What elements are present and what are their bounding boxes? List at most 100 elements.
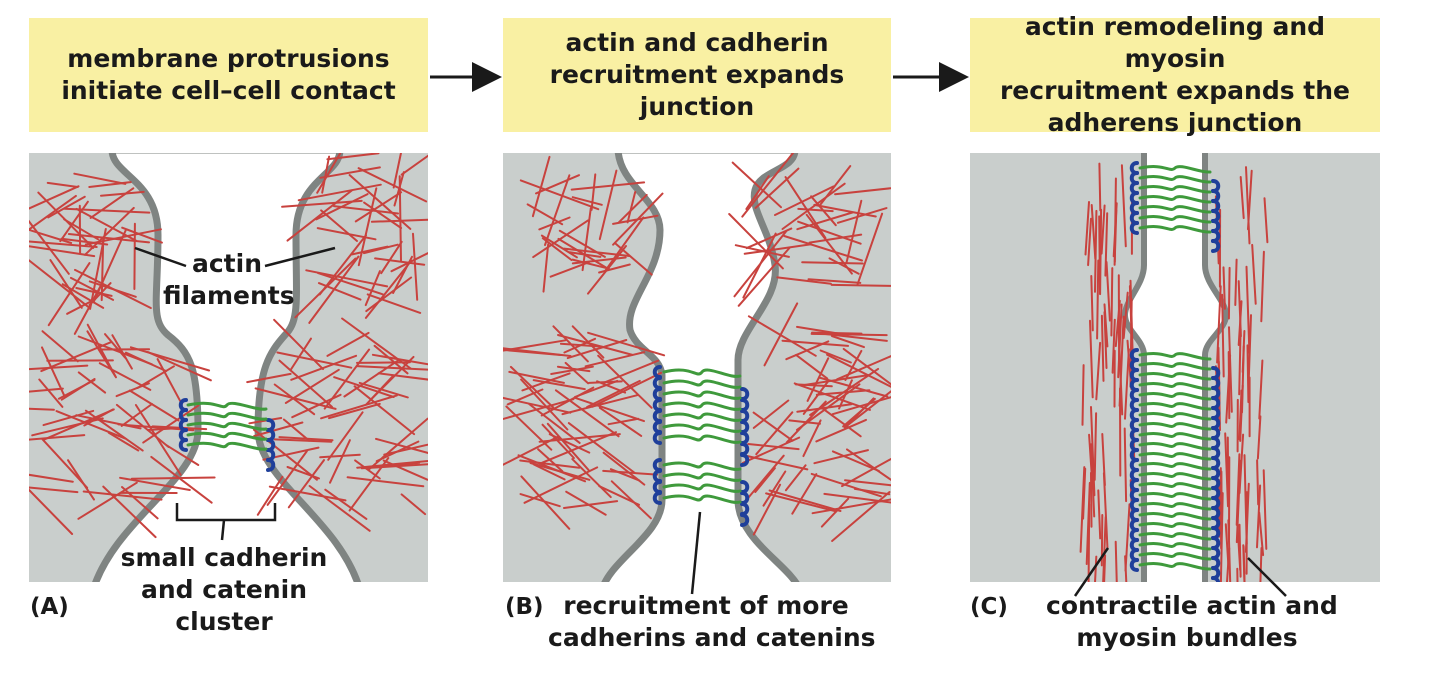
actin-filament <box>357 167 428 203</box>
actin-filament <box>287 459 325 509</box>
actin-filament <box>46 181 79 188</box>
actin-filament <box>333 376 395 398</box>
cadherin-strand <box>1138 432 1212 441</box>
catenin-cap <box>1129 221 1139 235</box>
actin-filament <box>617 193 648 224</box>
cadherin-strand <box>1138 472 1212 481</box>
actin-bundle-filament <box>1251 243 1257 305</box>
actin-filament <box>819 349 852 364</box>
actin-bundle-filament <box>1256 415 1262 460</box>
actin-filament <box>125 351 168 373</box>
actin-filament <box>77 481 138 520</box>
actin-filament <box>324 488 368 520</box>
catenin-cap <box>652 491 662 505</box>
actin-filament <box>626 191 637 224</box>
actin-filament <box>136 365 175 389</box>
actin-bundle-filament <box>1228 326 1233 413</box>
actin-bundle-filament <box>1081 364 1085 426</box>
catenin-cap <box>652 431 662 445</box>
actin-filament <box>129 346 211 372</box>
actin-bundle-filament <box>1237 280 1242 338</box>
cadherin-strand <box>186 421 268 431</box>
actin-bundle-filament <box>1221 293 1225 378</box>
actin-filament <box>320 209 358 242</box>
actin-bundle-filament <box>1103 303 1109 348</box>
actin-filament <box>150 455 213 504</box>
actin-filament <box>845 199 863 264</box>
label-contractile: contractile actin and myosin bundles <box>1046 590 1338 654</box>
label-actin: actin <box>191 249 262 278</box>
actin-filament <box>598 169 618 241</box>
actin-filament <box>316 227 377 241</box>
actin-filament <box>752 399 790 429</box>
label-small-cluster-line-3: cluster <box>175 607 273 636</box>
actin-filament <box>563 500 619 509</box>
actin-filament <box>503 398 575 421</box>
actin-filament <box>343 359 400 398</box>
actin-filament <box>586 379 641 408</box>
actin-bundle-filament <box>1245 166 1251 245</box>
cadherin-strand <box>186 401 268 411</box>
actin-filament <box>598 485 640 506</box>
cadherin-strand <box>662 423 742 433</box>
panel-letter-c: (C) <box>970 594 1008 620</box>
actin-filament <box>508 370 565 384</box>
actin-filament <box>119 476 191 491</box>
cadherin-strand <box>1138 215 1212 224</box>
actin-bundle-filament <box>1104 212 1109 277</box>
label-actin-filaments: actin filaments <box>163 248 295 312</box>
actin-filament <box>286 189 353 242</box>
cadherin-strand <box>1138 402 1212 411</box>
actin-filament <box>808 233 863 244</box>
actin-filament <box>111 334 133 370</box>
actin-filament <box>29 387 64 393</box>
actin-bundle-filament <box>1090 406 1096 497</box>
actin-filament <box>842 397 876 428</box>
actin-filament <box>549 261 590 278</box>
cadherin-strand <box>1138 562 1212 571</box>
actin-filament <box>568 251 602 258</box>
actin-filament <box>801 374 869 387</box>
actin-filament <box>156 358 183 405</box>
actin-filament <box>838 379 853 410</box>
actin-filament <box>281 199 363 208</box>
actin-filament <box>574 396 645 423</box>
actin-filament <box>364 259 413 319</box>
panel-letter-b: (B) <box>505 594 544 620</box>
actin-filament <box>791 473 818 515</box>
actin-filament <box>741 153 795 218</box>
cadherin-strand <box>1138 542 1212 551</box>
actin-filament <box>737 247 791 307</box>
leader-actin-left <box>134 246 187 268</box>
actin-filament <box>745 175 770 210</box>
leader-actin-right <box>264 246 336 268</box>
actin-filament <box>788 419 821 425</box>
actin-filament <box>784 464 807 492</box>
actin-filament <box>356 459 428 469</box>
actin-filament <box>29 245 96 258</box>
actin-bundle-filament <box>1102 472 1109 550</box>
actin-filament <box>354 191 403 223</box>
actin-bundle-filament <box>1256 484 1262 549</box>
actin-filament <box>59 200 89 243</box>
actin-filament <box>392 153 403 189</box>
actin-filament <box>115 403 170 448</box>
cadherin-strand <box>1138 442 1212 451</box>
actin-filament <box>517 454 587 483</box>
actin-filament <box>503 348 562 356</box>
actin-filament <box>82 490 163 501</box>
actin-filament <box>360 463 428 470</box>
actin-filament <box>598 406 643 437</box>
actin-filament <box>796 325 841 335</box>
label-recruitment-line-1: recruitment of more <box>563 591 849 620</box>
actin-filament <box>73 172 127 185</box>
actin-filament <box>810 195 837 227</box>
header-a-line-1: membrane protrusions <box>67 44 390 73</box>
actin-filament <box>755 411 794 456</box>
actin-filament <box>612 192 664 246</box>
actin-filament <box>774 185 835 216</box>
actin-filament <box>133 222 136 290</box>
actin-bundle-filament <box>1227 519 1232 582</box>
